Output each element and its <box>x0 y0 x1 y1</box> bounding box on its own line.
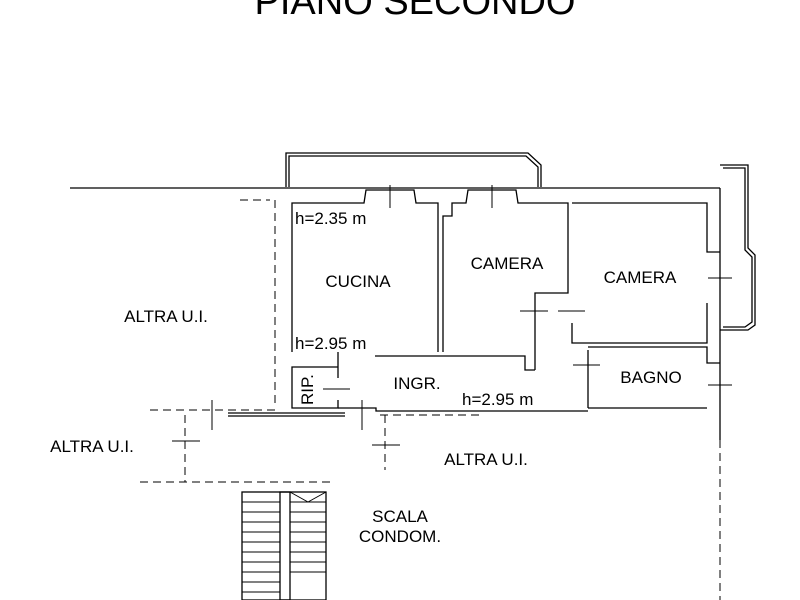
neighbor-left: ALTRA U.I. <box>124 307 208 326</box>
room-label-ingresso: INGR. <box>393 374 440 393</box>
walls <box>70 152 756 440</box>
dashed-boundaries <box>140 199 721 600</box>
room-label-camera-2: CAMERA <box>604 268 677 287</box>
stairs-label-line2: CONDOM. <box>359 527 441 546</box>
neighbor-bottom-left: ALTRA U.I. <box>50 437 134 456</box>
plan-title: PIANO SECONDO <box>255 0 576 23</box>
height-ingresso: h=2.95 m <box>462 390 533 409</box>
room-label-cucina: CUCINA <box>325 272 391 291</box>
height-cucina-bottom: h=2.95 m <box>295 334 366 353</box>
room-label-bagno: BAGNO <box>620 368 681 387</box>
labels: CUCINA CAMERA CAMERA BAGNO INGR. RIP. h=… <box>50 209 682 546</box>
stairs <box>241 491 327 600</box>
room-label-ripostiglio: RIP. <box>298 374 317 405</box>
stairs-label-line1: SCALA <box>372 507 428 526</box>
height-cucina-top: h=2.35 m <box>295 209 366 228</box>
room-label-camera-1: CAMERA <box>471 254 544 273</box>
openings <box>172 185 732 446</box>
neighbor-bottom-right: ALTRA U.I. <box>444 450 528 469</box>
